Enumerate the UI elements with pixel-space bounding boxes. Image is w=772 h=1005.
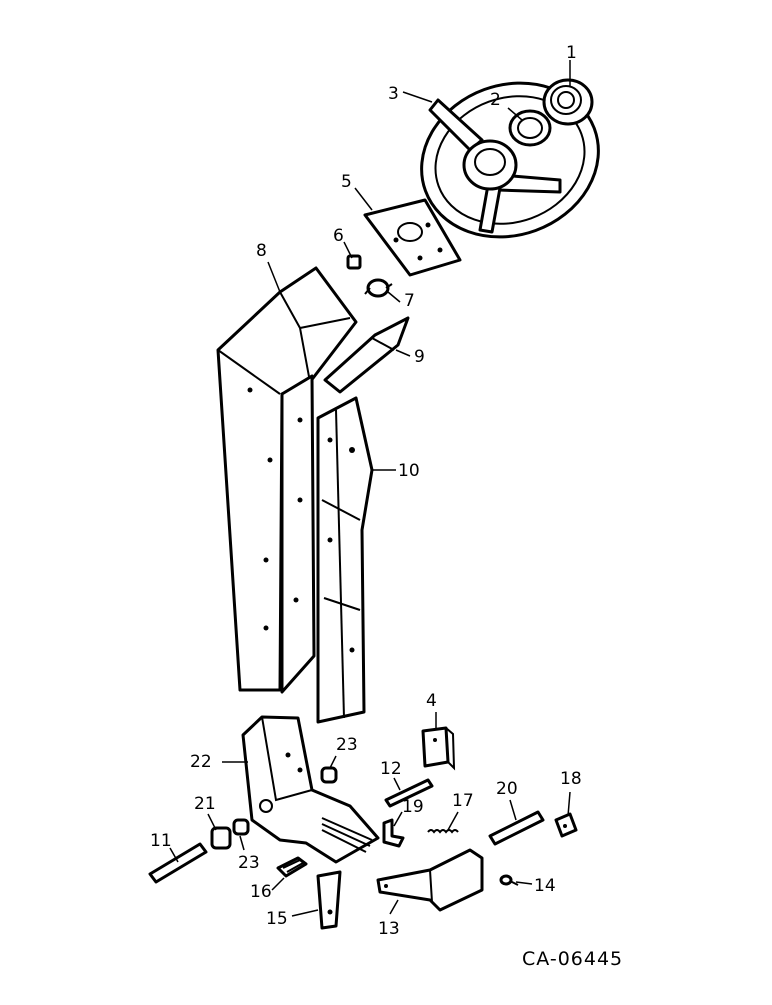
column-channel — [316, 396, 374, 724]
control-rod — [384, 778, 434, 808]
callout-10: 10 — [398, 461, 420, 481]
callout-13: 13 — [378, 919, 400, 939]
bushing-lower — [232, 818, 250, 836]
pedal-pad — [276, 856, 308, 878]
pivot-pin — [148, 842, 208, 884]
callout-22: 22 — [190, 752, 212, 772]
callout-19: 19 — [402, 797, 424, 817]
callout-11: 11 — [150, 831, 172, 851]
drawing-code: CA-06445 — [522, 948, 623, 970]
leader-lines — [169, 60, 571, 917]
nut — [346, 254, 362, 270]
spacer-bushing — [210, 826, 232, 850]
washer — [508, 109, 552, 147]
callout-5: 5 — [341, 172, 352, 192]
callout-16: 16 — [250, 882, 272, 902]
callout-6: 6 — [333, 226, 344, 246]
bushing-upper — [320, 766, 338, 784]
callout-14: 14 — [534, 876, 556, 896]
callout-labels: 1 2 3 5 6 7 8 9 10 4 22 23 12 21 11 23 1… — [150, 43, 582, 939]
callout-3: 3 — [388, 84, 399, 104]
callout-12: 12 — [380, 759, 402, 779]
callout-20: 20 — [496, 779, 518, 799]
switch — [364, 278, 393, 298]
callout-15: 15 — [266, 909, 288, 929]
column-cover — [216, 266, 358, 694]
callout-23-lower: 23 — [238, 853, 260, 873]
angle-bracket — [554, 812, 578, 838]
bracket — [323, 316, 410, 394]
callout-8: 8 — [256, 241, 267, 261]
callout-1: 1 — [566, 43, 577, 63]
callout-18: 18 — [560, 769, 582, 789]
callout-7: 7 — [404, 291, 415, 311]
shaft — [488, 810, 545, 846]
callout-23-upper: 23 — [336, 735, 358, 755]
horn-cap — [542, 78, 594, 126]
callout-17: 17 — [452, 791, 474, 811]
callout-4: 4 — [426, 691, 437, 711]
callout-2: 2 — [490, 90, 501, 110]
lever-plate — [376, 848, 484, 912]
pedal-bracket — [421, 726, 456, 771]
pedal-housing — [241, 715, 380, 864]
clip — [382, 818, 405, 848]
mounting-plate — [363, 198, 462, 277]
callout-9: 9 — [414, 347, 425, 367]
spring — [427, 829, 459, 834]
screw — [499, 874, 519, 886]
pedal-arm — [316, 870, 342, 930]
callout-21: 21 — [194, 794, 216, 814]
